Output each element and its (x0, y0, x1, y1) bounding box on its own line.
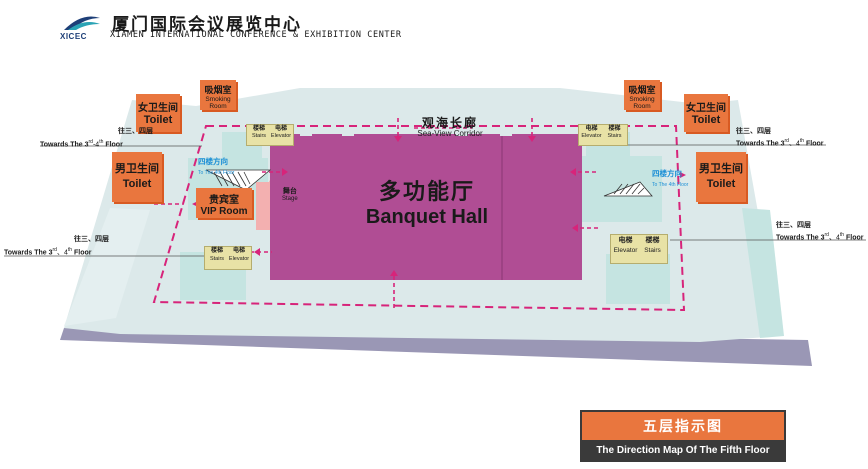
route-loop (152, 125, 686, 312)
stage-label: 舞台 Stage (282, 188, 298, 202)
smoking-room-right: 吸烟室 Smoking Room (624, 80, 660, 110)
escalator-left-icon (205, 169, 272, 191)
page-title-en: XIAMEN INTERNATIONAL CONFERENCE & EXHIBI… (110, 30, 402, 40)
banquet-hall-label: 多功能厅 Banquet Hall (365, 179, 489, 228)
towards-3-4-bottom-right: 往三、四层 (776, 222, 811, 229)
toilet-men-right: 男卫生间 Toilet (696, 152, 746, 202)
banquet-hall-area (270, 134, 582, 280)
towards-3-4-bottom-left: 往三、四层 (74, 236, 109, 243)
map-title-plate: 五层指示图 The Direction Map Of The Fifth Flo… (580, 410, 786, 462)
escalator-right-icon (603, 181, 653, 197)
corridor-label: 观海长廊 Sea-View Corridor (417, 116, 483, 138)
towards-3-4-bottom-right-en: Towards The 3rd、4th Floor (776, 232, 864, 242)
to-fourth-floor-left: 四楼方向 To The 4th Floor (198, 157, 235, 176)
xicec-logo-icon (64, 16, 100, 30)
map-title-cn: 五层指示图 (580, 410, 786, 440)
logo-text: XICEC (60, 32, 87, 41)
toilet-women-left: 女卫生间 Toilet (136, 94, 180, 132)
smoking-room-left: 吸烟室 Smoking Room (200, 80, 236, 110)
towards-3-4-top-right-en: Towards The 3rd、4th Floor (736, 138, 824, 148)
towards-3-4-bottom-left-en: Towards The 3rd、4th Floor (4, 247, 92, 257)
toilet-women-right: 女卫生间 Toilet (684, 94, 728, 132)
towards-3-4-top-right: 往三、四层 (736, 128, 771, 135)
map-title-en: The Direction Map Of The Fifth Floor (580, 440, 786, 462)
towards-3-4-top-left: 往三、四层 (118, 128, 153, 135)
toilet-men-left: 男卫生间 Toilet (112, 152, 162, 202)
towards-3-4-top-left-en: Towards The 3rd-4th Floor (40, 139, 123, 149)
to-fourth-floor-right: 四楼方向 To The 4th Floor (652, 169, 689, 188)
page-title-cn: 厦门国际会议展览中心 (112, 15, 302, 35)
vip-room: 贵宾室 VIP Room (196, 188, 252, 218)
